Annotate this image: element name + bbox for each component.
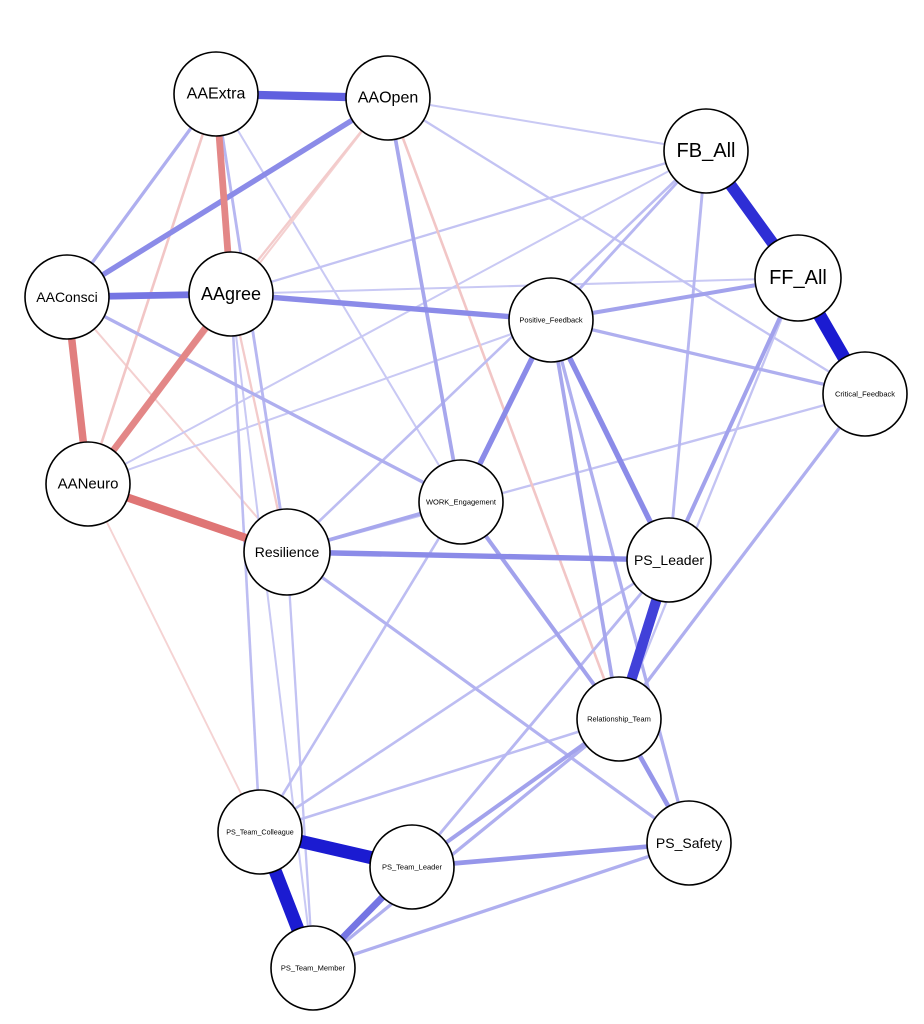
node-AAConsci[interactable]: AAConsci	[24, 254, 110, 340]
edge-PS_Safety-PS_Team_Member	[312, 841, 690, 970]
edge-AAgree-Resilience	[229, 293, 289, 553]
node-Positive_Feedback[interactable]: Positive_Feedback	[508, 277, 594, 363]
edge-FF_All-AAgree	[230, 276, 799, 296]
node-circle	[345, 55, 431, 141]
node-circle	[626, 517, 712, 603]
edge-Resilience-PS_Leader	[286, 549, 670, 563]
node-label: AAConsci	[36, 289, 97, 305]
edge-AAOpen-AAConsci	[65, 95, 390, 300]
node-FF_All[interactable]: FF_All	[754, 234, 842, 322]
node-circle	[188, 251, 274, 337]
edge-AAOpen-WORK_Engagement	[386, 97, 463, 503]
node-label: PS_Safety	[656, 835, 722, 851]
node-circle	[418, 459, 504, 545]
node-PS_Team_Member[interactable]: PS_Team_Member	[270, 925, 356, 1011]
edge-AAExtra-AANeuro	[86, 93, 218, 485]
node-circle	[646, 800, 732, 886]
node-circle	[173, 51, 259, 137]
node-circle	[822, 351, 908, 437]
node-circle	[217, 789, 303, 875]
edge-FB_All-Resilience	[286, 150, 707, 553]
edge-FB_All-PS_Leader	[667, 150, 708, 561]
node-label: Positive_Feedback	[519, 316, 583, 325]
edge-AANeuro-FB_All	[87, 150, 707, 485]
node-Relationship_Team[interactable]: Relationship_Team	[576, 676, 662, 762]
node-PS_Safety[interactable]: PS_Safety	[646, 800, 732, 886]
edge-Positive_Feedback-Relationship_Team	[549, 319, 621, 720]
edge-Relationship_Team-PS_Team_Member	[311, 717, 621, 970]
node-WORK_Engagement[interactable]: WORK_Engagement	[418, 459, 504, 545]
node-AANeuro[interactable]: AANeuro	[45, 441, 131, 527]
node-label: AAgree	[201, 284, 261, 304]
edge-Positive_Feedback-PS_Safety	[549, 319, 691, 844]
node-circle	[369, 824, 455, 910]
node-label: PS_Team_Colleague	[226, 828, 294, 837]
node-label: FF_All	[769, 267, 827, 289]
node-label: AANeuro	[58, 476, 119, 493]
edge-AAOpen-Relationship_Team	[386, 97, 621, 720]
node-PS_Team_Colleague[interactable]: PS_Team_Colleague	[217, 789, 303, 875]
node-label: AAOpen	[358, 90, 418, 107]
edge-Relationship_Team-PS_Team_Colleague	[259, 717, 620, 834]
edge-AAExtra-WORK_Engagement	[215, 93, 462, 503]
node-PS_Leader[interactable]: PS_Leader	[626, 517, 712, 603]
node-AAExtra[interactable]: AAExtra	[173, 51, 259, 137]
edge-WORK_Engagement-Relationship_Team	[459, 500, 621, 721]
node-circle	[45, 441, 131, 527]
edge-AAOpen-Critical_Feedback	[387, 97, 866, 395]
node-circle	[754, 234, 842, 322]
node-label: WORK_Engagement	[426, 498, 497, 507]
edge-AAgree-Positive_Feedback	[230, 291, 552, 323]
node-label: Relationship_Team	[587, 715, 651, 724]
node-circle	[270, 925, 356, 1011]
node-label: PS_Leader	[634, 552, 704, 568]
edge-AANeuro-Positive_Feedback	[87, 319, 552, 485]
node-circle	[576, 676, 662, 762]
edge-FF_All-PS_Leader	[667, 277, 800, 561]
node-FB_All[interactable]: FB_All	[663, 108, 749, 194]
edge-AAgree-FB_All	[230, 149, 707, 296]
node-label: FB_All	[677, 140, 736, 162]
edge-Positive_Feedback-Critical_Feedback	[550, 318, 866, 396]
edge-FF_All-Relationship_Team	[617, 277, 800, 720]
node-label: AAExtra	[187, 86, 246, 103]
node-circle	[663, 108, 749, 194]
edge-Positive_Feedback-PS_Leader	[548, 318, 672, 562]
edge-Critical_Feedback-Relationship_Team	[617, 393, 867, 720]
edge-Resilience-PS_Team_Member	[285, 551, 315, 969]
node-label: Critical_Feedback	[835, 390, 895, 399]
node-AAOpen[interactable]: AAOpen	[345, 55, 431, 141]
node-circle	[243, 508, 331, 596]
edge-AANeuro-PS_Team_Colleague	[87, 483, 261, 833]
edge-AAConsci-WORK_Engagement	[66, 295, 462, 504]
node-label: PS_Team_Member	[281, 964, 346, 973]
node-Resilience[interactable]: Resilience	[243, 508, 331, 596]
node-Critical_Feedback[interactable]: Critical_Feedback	[822, 351, 908, 437]
node-circle	[508, 277, 594, 363]
edge-AAOpen-FB_All	[387, 96, 707, 153]
node-label: Resilience	[255, 544, 320, 560]
node-circle	[24, 254, 110, 340]
node-label: PS_Team_Leader	[382, 863, 443, 872]
node-PS_Team_Leader[interactable]: PS_Team_Leader	[369, 824, 455, 910]
edge-AAConsci-Resilience	[66, 296, 288, 553]
edge-AAgree-PS_Team_Member	[229, 293, 315, 969]
edge-Resilience-PS_Safety	[286, 550, 690, 845]
edge-PS_Safety-PS_Team_Leader	[411, 840, 690, 870]
node-AAgree[interactable]: AAgree	[188, 251, 274, 337]
